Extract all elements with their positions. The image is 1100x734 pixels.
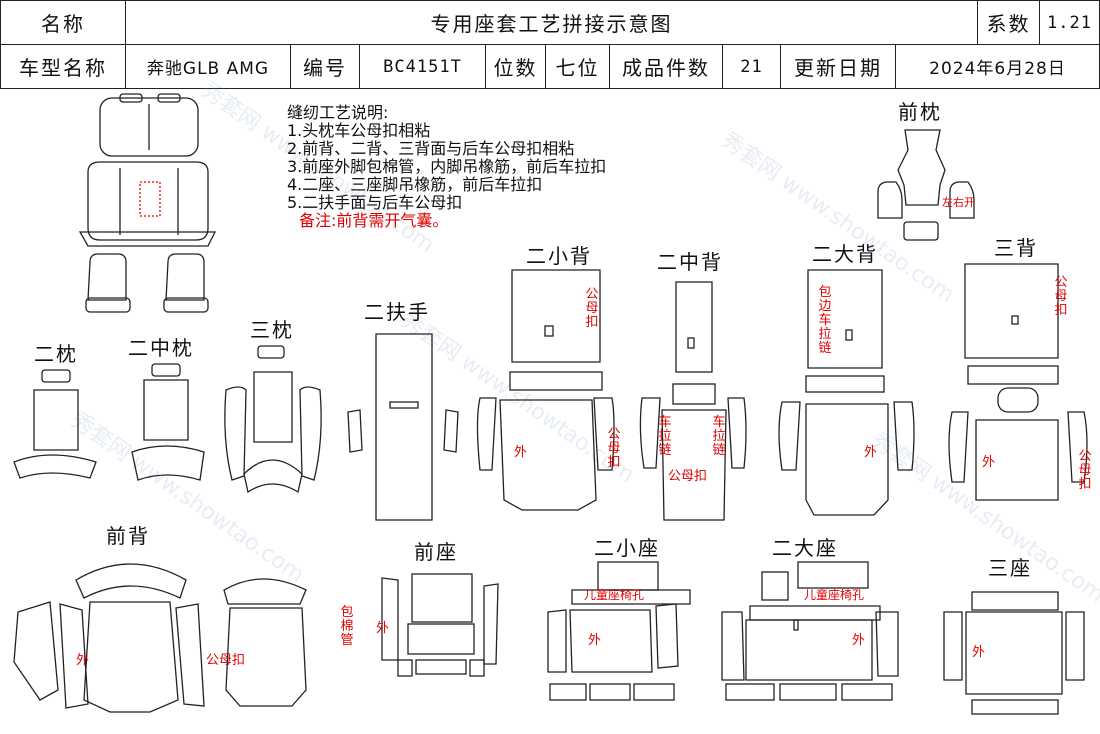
label-second-armrest: 二扶手 — [364, 300, 430, 324]
note-item: 5.二扶手面与后车公母扣 — [287, 193, 463, 212]
note-item: 1.头枕车公母扣相粘 — [287, 121, 431, 140]
name-label: 名称 — [0, 0, 126, 45]
label-front-back: 前背 — [106, 524, 150, 548]
annotation-outer: 外 — [864, 445, 878, 460]
label-front-headrest: 前枕 — [898, 100, 942, 124]
annotation-outer: 外 — [588, 633, 602, 648]
annotation-zip-pull: 车拉链 — [658, 415, 672, 458]
second-headrest-pattern — [13, 369, 97, 479]
annotation-snap-button: 公母扣 — [607, 427, 621, 470]
second-armrest-pattern — [347, 333, 459, 521]
label-second-headrest: 二枕 — [34, 342, 78, 366]
notes-remark: 备注:前背需开气囊。 — [299, 211, 449, 230]
label-front-seat: 前座 — [414, 540, 458, 564]
pieces-value: 21 — [722, 44, 781, 89]
annotation-snap-button: 公母扣 — [668, 469, 708, 484]
annotation-snap-button: 公母扣 — [206, 653, 246, 668]
label-second-small-seat: 二小座 — [594, 536, 660, 560]
code-value: BC4151T — [359, 44, 486, 89]
second-small-back-pattern — [476, 269, 615, 511]
note-item: 4.二座、三座脚吊橡筋，前后车拉扣 — [287, 175, 543, 194]
pieces-label: 成品件数 — [609, 44, 723, 89]
front-seat-pattern — [381, 573, 499, 677]
sewing-notes: 缝纫工艺说明: 1.头枕车公母扣相粘 2.前背、二背、三背面与后车公母扣相粘 3… — [287, 104, 606, 230]
label-second-large-seat: 二大座 — [772, 536, 838, 560]
second-small-seat-pattern — [547, 561, 691, 701]
label-third-headrest: 三枕 — [250, 318, 294, 342]
date-label: 更新日期 — [780, 44, 896, 89]
label-second-small-back: 二小背 — [526, 244, 592, 268]
date-value: 2024年6月28日 — [895, 44, 1100, 89]
label-second-middle-headrest: 二中枕 — [128, 336, 194, 360]
second-middle-back-pattern — [639, 281, 747, 521]
coef-value: 1.21 — [1039, 0, 1100, 45]
seats-value: 七位 — [545, 44, 610, 89]
header-table: 名称 专用座套工艺拼接示意图 系数 1.21 车型名称 奔驰GLB AMG 编号… — [0, 0, 1100, 89]
third-back-pattern — [948, 263, 1088, 501]
note-item: 3.前座外脚包棉管，内脚吊橡筋，前后车拉扣 — [287, 157, 607, 176]
label-second-large-back: 二大背 — [812, 242, 878, 266]
seat-overview-thumbnail — [78, 93, 217, 247]
annotation-outer: 外 — [376, 621, 390, 636]
annotation-snap-button: 公母扣 — [1078, 449, 1092, 492]
annotation-child-seat-hole: 儿童座椅孔 — [584, 588, 645, 602]
annotation-left-right-open: 左右开 — [942, 196, 975, 209]
third-headrest-pattern — [224, 345, 322, 494]
annotation-outer: 外 — [514, 445, 528, 460]
annotation-outer: 外 — [972, 645, 986, 660]
annotation-outer: 外 — [76, 653, 90, 668]
third-seat-pattern — [943, 591, 1085, 715]
annotation-child-seat-hole: 儿童座椅孔 — [804, 588, 865, 602]
coef-label: 系数 — [977, 0, 1040, 45]
second-middle-headrest-pattern — [131, 363, 205, 481]
annotation-snap-button: 公母扣 — [1054, 275, 1068, 318]
annotation-zip-pull: 车拉链 — [712, 415, 726, 458]
second-large-back-pattern — [778, 269, 915, 516]
annotation-outer: 外 — [982, 455, 996, 470]
front-seat-thumbnails — [85, 253, 209, 313]
second-large-seat-pattern — [721, 561, 899, 701]
annotation-snap-button: 公母扣 — [585, 287, 599, 330]
note-item: 2.前背、二背、三背面与后车公母扣相粘 — [287, 139, 575, 158]
front-back-pattern — [13, 563, 307, 713]
annotation-outer: 外 — [852, 633, 866, 648]
label-second-middle-back: 二中背 — [657, 250, 723, 274]
label-third-back: 三背 — [994, 236, 1038, 260]
annotation-edge-zip: 包边车拉链 — [818, 285, 832, 356]
label-third-seat: 三座 — [988, 556, 1032, 580]
model-label: 车型名称 — [0, 44, 126, 89]
notes-title: 缝纫工艺说明: — [287, 103, 389, 122]
seats-label: 位数 — [485, 44, 546, 89]
annotation-cotton-tube: 包棉管 — [340, 605, 354, 648]
front-headrest-pattern — [877, 129, 975, 241]
